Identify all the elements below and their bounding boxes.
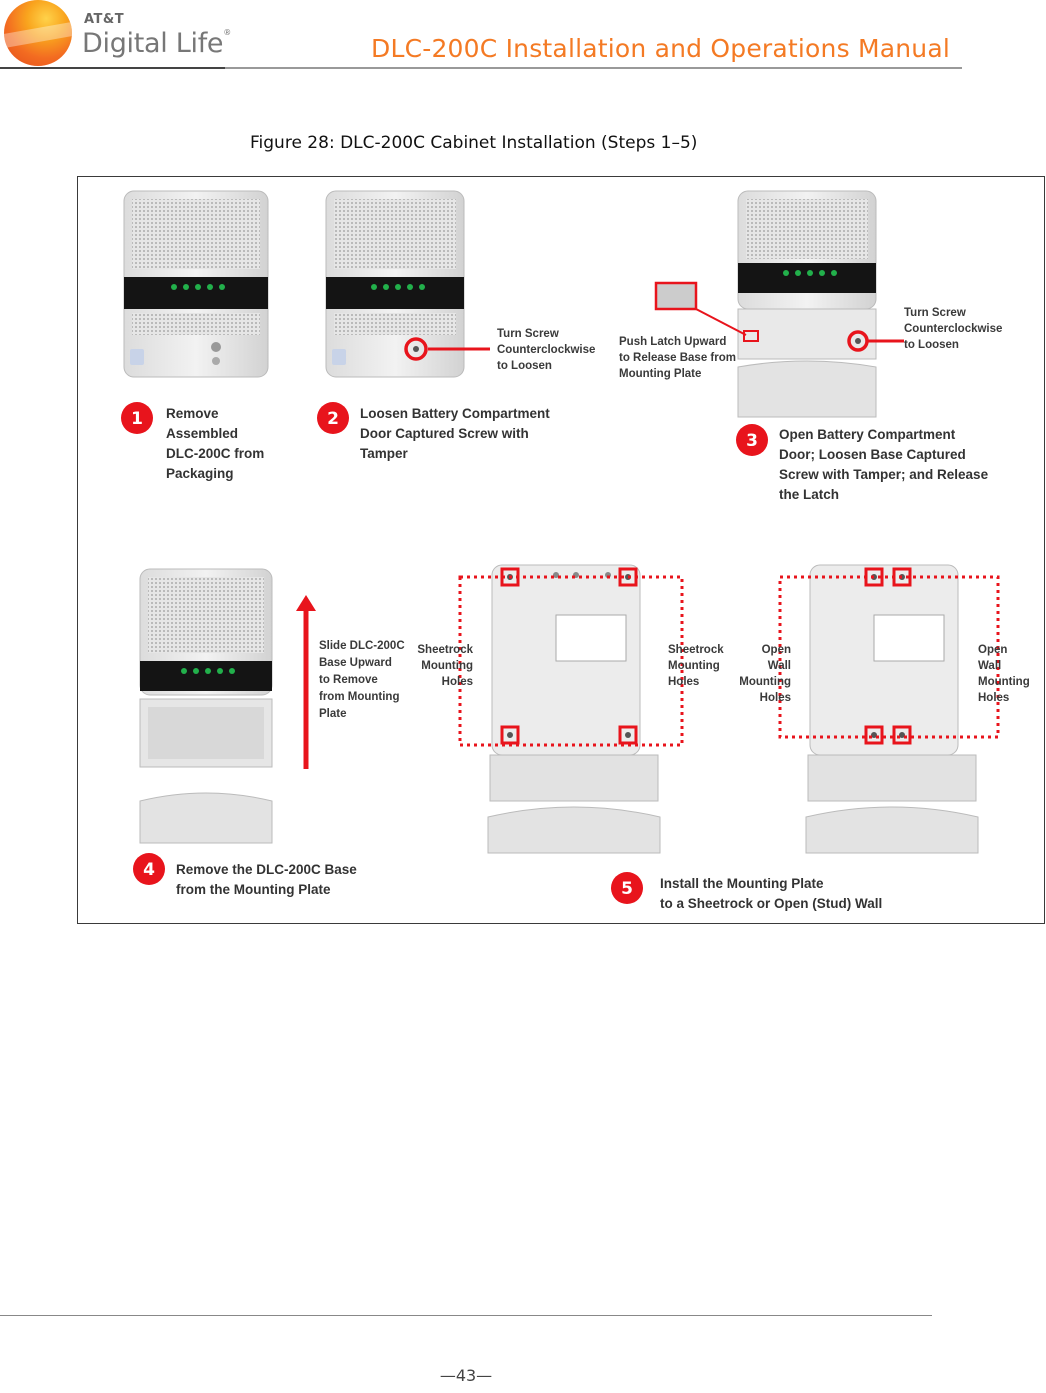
step-number-3: 3: [746, 431, 758, 451]
note-slide-base: Slide DLC-200C Base Upward to Remove fro…: [319, 640, 405, 720]
note-push-latch: Push Latch Upward to Release Base from M…: [619, 336, 736, 380]
note-sheetrock-left: Sheetrock Mounting Holes: [417, 644, 473, 688]
step-badge-4: 4: [133, 853, 165, 885]
device-step2: [325, 190, 490, 378]
note-line: to Loosen: [904, 339, 959, 351]
note-line: Holes: [668, 676, 699, 688]
brand-digital-life-text: Digital Life: [82, 28, 224, 59]
step-3-line: Open Battery Compartment: [779, 427, 956, 442]
note-line: Holes: [978, 692, 1009, 704]
note-line: Holes: [442, 676, 473, 688]
note-line: from Mounting: [319, 691, 399, 703]
note-line: Mounting: [978, 676, 1030, 688]
footer-divider: [0, 1315, 932, 1316]
step-3-line: Screw with Tamper; and Release: [779, 467, 989, 482]
note-line: Open: [978, 644, 1007, 656]
note-line: Wall: [768, 660, 791, 672]
device-step4: [139, 568, 316, 844]
figure-caption: Figure 28: DLC-200C Cabinet Installation…: [250, 133, 698, 153]
step-2-line: Loosen Battery Compartment: [360, 406, 550, 421]
step-1-line: Packaging: [166, 466, 234, 481]
header-divider: [0, 67, 962, 69]
note-line: Mounting Plate: [619, 368, 701, 380]
brand-att: AT&T: [84, 12, 125, 27]
device-step1: [123, 190, 269, 378]
step-number-1: 1: [131, 409, 143, 429]
step-badge-3: 3: [736, 424, 768, 456]
registered-mark: ®: [223, 28, 231, 37]
note-sheetrock-right: Sheetrock Mounting Holes: [668, 644, 724, 688]
mounting-plate-open-wall: [778, 564, 1000, 854]
step-2-line: Door Captured Screw with: [360, 426, 529, 441]
step-1-text: Remove Assembled DLC-200C from Packaging: [166, 406, 264, 481]
step-number-5: 5: [621, 879, 633, 899]
step-badge-5: 5: [611, 872, 643, 904]
note-line: Slide DLC-200C: [319, 640, 405, 652]
note-line: Counterclockwise: [497, 344, 595, 356]
note-line: Sheetrock: [417, 644, 473, 656]
note-line: Open: [762, 644, 791, 656]
step-5-line: to a Sheetrock or Open (Stud) Wall: [660, 896, 882, 911]
step-number-2: 2: [327, 409, 339, 429]
note-line: Base Upward: [319, 657, 392, 669]
step-5-text: Install the Mounting Plate to a Sheetroc…: [660, 876, 882, 911]
device-step3: [654, 190, 904, 418]
step-3-line: Door; Loosen Base Captured: [779, 447, 966, 462]
note-line: Mounting: [421, 660, 473, 672]
note-line: Wall: [978, 660, 1001, 672]
step-4-text: Remove the DLC-200C Base from the Mounti…: [176, 862, 357, 897]
step-1-line: Remove: [166, 406, 219, 421]
note-line: Plate: [319, 708, 347, 720]
installation-illustration: 1 2 3 4 5 Remove Assembled DLC-200C from…: [121, 190, 1030, 911]
note-line: Counterclockwise: [904, 323, 1002, 335]
note-line: Turn Screw: [904, 307, 966, 319]
page-number: —43—: [439, 1366, 493, 1385]
note-line: Sheetrock: [668, 644, 724, 656]
mounting-plate-sheetrock: [458, 564, 684, 854]
note-line: Mounting: [739, 676, 791, 688]
step-badge-1: 1: [121, 402, 153, 434]
step-2-line: Tamper: [360, 446, 409, 461]
note-line: Mounting: [668, 660, 720, 672]
note-line: Push Latch Upward: [619, 336, 726, 348]
note-line: Turn Screw: [497, 328, 559, 340]
step-4-line: from the Mounting Plate: [176, 882, 331, 897]
note-line: to Release Base from: [619, 352, 736, 364]
page-header: AT&T Digital Life® DLC-200C Installation…: [0, 0, 962, 72]
step-number-4: 4: [143, 860, 155, 880]
document-title: DLC-200C Installation and Operations Man…: [371, 34, 950, 63]
note-line: to Remove: [319, 674, 378, 686]
att-globe-logo-icon: [4, 0, 72, 66]
step-2-text: Loosen Battery Compartment Door Captured…: [360, 406, 550, 461]
note-line: to Loosen: [497, 360, 552, 372]
step-3-text: Open Battery Compartment Door; Loosen Ba…: [779, 427, 989, 502]
note-turn-screw-step2: Turn Screw Counterclockwise to Loosen: [497, 328, 595, 372]
step-3-line: the Latch: [779, 487, 839, 502]
brand-digital-life: Digital Life®: [82, 28, 231, 59]
step-badge-2: 2: [317, 402, 349, 434]
step-5-line: Install the Mounting Plate: [660, 876, 824, 891]
note-open-wall-right: Open Wall Mounting Holes: [978, 644, 1030, 704]
step-1-line: DLC-200C from: [166, 446, 264, 461]
note-turn-screw-step3: Turn Screw Counterclockwise to Loosen: [904, 307, 1002, 351]
note-line: Holes: [760, 692, 791, 704]
installation-figure: 1 2 3 4 5 Remove Assembled DLC-200C from…: [77, 176, 1045, 924]
step-1-line: Assembled: [166, 426, 238, 441]
step-4-line: Remove the DLC-200C Base: [176, 862, 357, 877]
note-open-wall-left: Open Wall Mounting Holes: [739, 644, 791, 704]
